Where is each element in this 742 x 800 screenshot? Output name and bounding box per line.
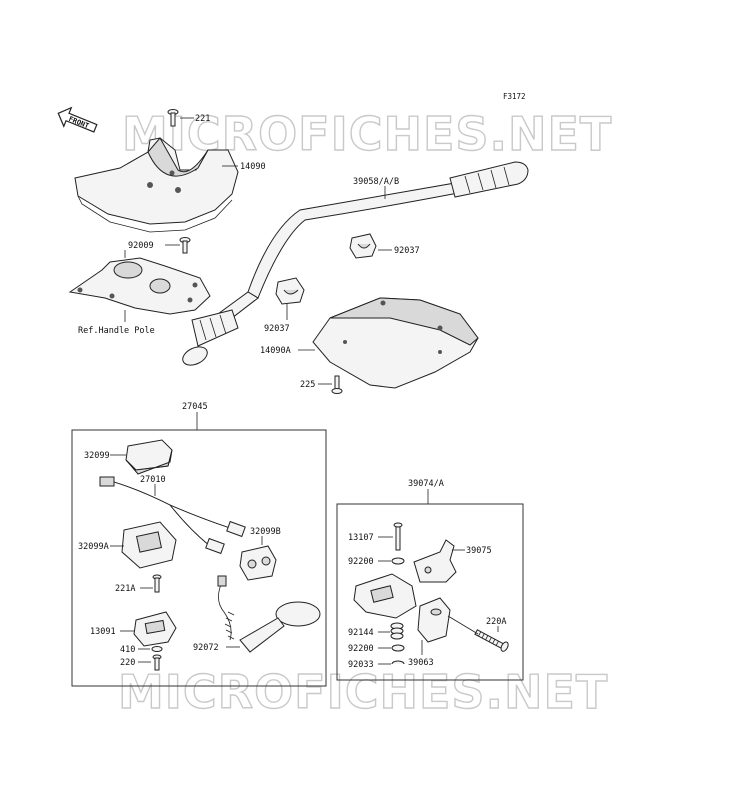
washer-92200-lower [391, 644, 405, 652]
cover-14090 [74, 137, 239, 233]
spring-92144 [390, 622, 404, 640]
clip-32099b [239, 545, 277, 581]
part-label-92072: 92072 [193, 643, 219, 653]
part-label-32099b: 32099B [250, 527, 281, 537]
ref-handle-pole-label: Ref.Handle Pole [78, 326, 155, 336]
part-label-13107: 13107 [348, 533, 374, 543]
throttle-housing [353, 573, 417, 619]
lever-39075 [413, 539, 457, 583]
lanyard-92072 [217, 575, 321, 653]
part-label-92200-upper: 92200 [348, 557, 374, 567]
part-label-410: 410 [120, 645, 135, 655]
figure-code: F3172 [503, 92, 526, 101]
part-label-221: 221 [195, 114, 210, 124]
part-label-32099a: 32099A [78, 542, 109, 552]
cover-14090a [312, 297, 479, 389]
watermark-top: MICROFICHES.NET [122, 107, 612, 161]
screw-221a [152, 574, 162, 593]
part-label-220: 220 [120, 658, 135, 668]
part-label-92037-lower: 92037 [264, 324, 290, 334]
part-label-92009: 92009 [128, 241, 154, 251]
group-label-39074: 39074/A [408, 479, 444, 489]
pin-13107 [393, 522, 403, 551]
part-label-92037-upper: 92037 [394, 246, 420, 256]
front-arrow-icon: FRONT [57, 106, 98, 133]
bolt-225 [331, 375, 343, 394]
handle-pole-plate [68, 257, 211, 315]
watermark-bottom: MICROFICHES.NET [118, 665, 608, 719]
clamp-92037-upper [349, 233, 377, 259]
part-label-39075: 39075 [466, 546, 492, 556]
part-label-39058: 39058/A/B [353, 177, 399, 187]
part-label-39063: 39063 [408, 658, 434, 668]
screw-220 [152, 654, 162, 671]
part-label-14090: 14090 [240, 162, 266, 172]
part-label-32099: 32099 [84, 451, 110, 461]
bolt-220a [474, 629, 509, 652]
clamp-92037-lower [275, 277, 305, 305]
part-label-92200-lower: 92200 [348, 644, 374, 654]
washer-92200-upper [391, 557, 405, 565]
handlebar-39058 [182, 161, 529, 366]
part-label-92144: 92144 [348, 628, 374, 638]
screw-92009 [179, 237, 191, 254]
throttle-lever-39063 [417, 597, 451, 643]
group-box-27045 [71, 429, 327, 687]
part-label-13091: 13091 [90, 627, 116, 637]
screw-221 [167, 109, 179, 127]
washer-410 [151, 646, 163, 652]
front-label: FRONT [68, 115, 91, 130]
part-label-27010: 27010 [140, 475, 166, 485]
part-label-14090a: 14090A [260, 346, 291, 356]
part-label-221a: 221A [115, 584, 135, 594]
group-label-27045: 27045 [182, 402, 208, 412]
part-label-225: 225 [300, 380, 315, 390]
switch-cover-32099 [125, 439, 173, 475]
wire-harness-27010 [99, 476, 246, 555]
switch-housing-32099a [121, 521, 177, 569]
part-label-220a: 220A [486, 617, 506, 627]
part-label-92033: 92033 [348, 660, 374, 670]
snap-ring-92033 [391, 660, 405, 665]
group-box-39074 [336, 503, 524, 681]
plate-13091 [133, 611, 177, 647]
